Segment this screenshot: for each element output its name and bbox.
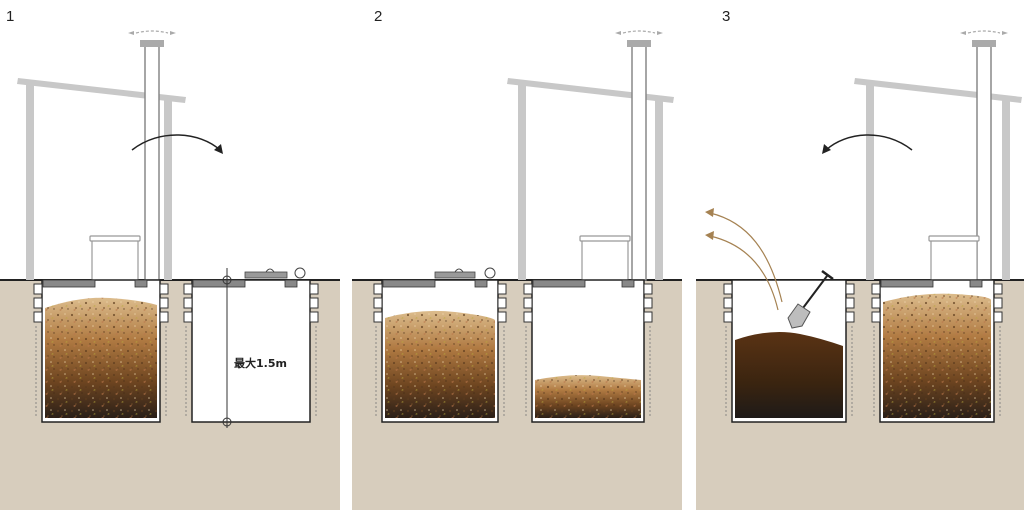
panel-3-brick-walls	[723, 283, 1003, 323]
panel-3-soil-throw-arrows	[709, 212, 783, 311]
panel-3-left-chamber	[731, 279, 847, 423]
panel-1-swap-arrow	[131, 134, 221, 151]
shovel-icon	[787, 269, 834, 329]
panel-1-right-chamber	[191, 267, 311, 423]
panel-2: 2	[352, 8, 682, 510]
panel-1-right-lid	[244, 271, 288, 279]
panel-3-toilet-box	[928, 235, 980, 282]
panel-1-depth-label: 最大1.5m	[234, 356, 287, 370]
panel-1-shelter-frame	[17, 78, 186, 280]
panel-2-left-lid	[434, 271, 476, 279]
panel-3-step-number: 3	[722, 8, 730, 25]
panel-1: 最大1.5m 1	[0, 8, 340, 510]
panel-3: 3	[696, 8, 1024, 510]
panel-2-brick-walls	[373, 283, 653, 323]
panel-1-left-chamber	[41, 279, 161, 423]
panel-2-step-number: 2	[374, 8, 382, 25]
panel-1-brick-walls	[33, 283, 319, 323]
panel-3-swap-arrowhead	[822, 144, 831, 154]
panel-1-depth-dimension	[222, 268, 232, 428]
panel-3-swap-arrow	[825, 134, 913, 151]
panel-2-toilet-box	[579, 235, 631, 282]
panel-1-toilet-box	[89, 235, 141, 282]
panel-1-swap-arrowhead	[214, 144, 223, 154]
panel-2-right-chamber	[531, 279, 645, 423]
panel-1-step-number: 1	[6, 8, 14, 25]
panel-2-left-chamber	[381, 267, 499, 423]
panel-3-right-chamber	[879, 279, 995, 423]
